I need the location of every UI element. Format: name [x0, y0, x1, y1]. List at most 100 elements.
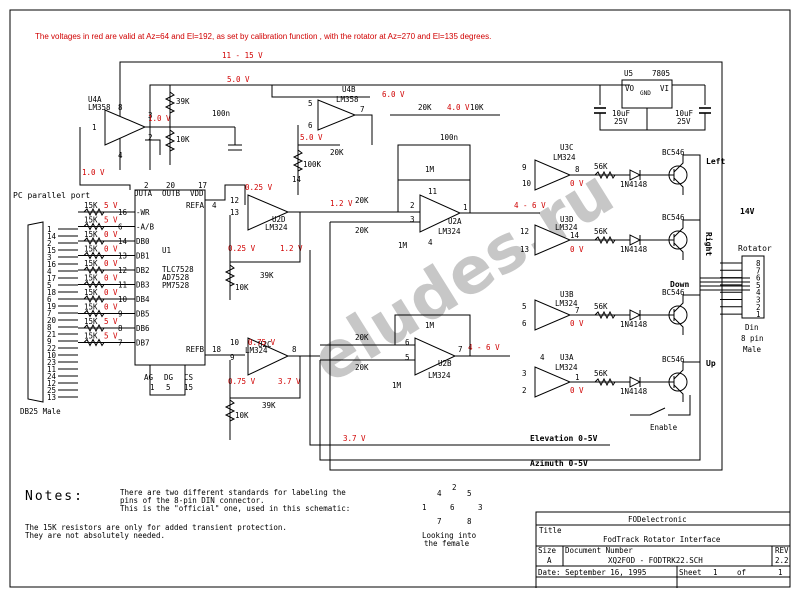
watermark: eludes.ru	[299, 155, 626, 398]
dac-pin-20: 20	[166, 181, 176, 190]
notes-line-2: pins of the 8-pin DIN connector.	[120, 496, 265, 505]
rotator-title: Rotator	[738, 244, 772, 253]
u3d-v: 0 V	[570, 245, 584, 254]
tb-size: A	[547, 556, 552, 565]
u3c-v: 0 V	[570, 179, 584, 188]
u2b-ref: U2B	[438, 359, 452, 368]
dac-res-label-0: 15K	[84, 201, 98, 210]
u4a-part: LM358	[88, 103, 111, 112]
rotator-pin-1: 1	[756, 310, 761, 319]
dac-input-1: -A/B	[136, 223, 155, 232]
u5-c1: 10uF	[612, 109, 631, 118]
r1m-u2b-fb: 1M	[425, 321, 435, 330]
r20k-u2a-2: 20K	[355, 226, 369, 235]
comparator-u3d: U3D LM324 12 13 14 0 V	[520, 215, 584, 256]
resistor-15k	[83, 251, 105, 260]
title-block: FODelectronic Title FodTrack Rotator Int…	[535, 511, 790, 588]
u4a-pin1: 1	[92, 123, 97, 132]
db25-pin-16: 16	[47, 260, 57, 269]
rotator-din-pins: 8 pin	[741, 334, 764, 343]
supply-rails: 11 - 15 V 5.0 V 6.0 V 14V 3.7 V Elevatio…	[119, 51, 755, 471]
driver-tr-1: BC546	[662, 213, 685, 222]
driver-r-3: 56K	[594, 369, 608, 378]
dac-pin-15: 15	[184, 383, 193, 392]
db25-label: DB25 Male	[20, 407, 61, 416]
dac-volt-1: 5 V	[104, 216, 118, 225]
dac-cs: CS	[184, 373, 194, 382]
resistor-56k	[594, 235, 616, 245]
dac-input-pin-0: 16	[118, 208, 128, 217]
u3d-pin12: 12	[520, 227, 529, 236]
dac-volt-6: 0 V	[104, 288, 118, 297]
transistor-collector	[673, 295, 684, 313]
u2a-pin4: 4	[428, 238, 433, 247]
driver-r-1: 56K	[594, 227, 608, 236]
op-amp-u2d: U2D LM324 12 13 14 0.25 V 1.2 V 0.25 V 1…	[224, 175, 353, 300]
rotator-pin-8: 8	[756, 259, 761, 268]
r1m-u2a-fb: 1M	[425, 165, 435, 174]
db25-pin-21: 21	[47, 330, 56, 339]
resistor-15k	[83, 338, 105, 347]
r20k-u4b: 20K	[330, 148, 344, 157]
r10k-top: 10K	[470, 103, 484, 112]
u3b-ref: U3B	[560, 290, 574, 299]
db25-pin-9: 9	[47, 337, 52, 346]
r20k-top: 20K	[418, 103, 432, 112]
u3b-pin6: 6	[522, 319, 527, 328]
driver-label-down: Down	[670, 280, 689, 289]
db25-pin-2: 2	[47, 239, 52, 248]
resistor-15k	[83, 280, 105, 289]
dac-input-7: DB5	[136, 310, 150, 319]
dac-part-3: PM7528	[162, 281, 190, 290]
u2d-vneg: 0.25 V	[228, 244, 256, 253]
u3d-part: LM324	[555, 223, 578, 232]
transistor-emitter	[673, 242, 684, 260]
diode-icon	[629, 234, 642, 246]
u5-vo: VO	[625, 84, 635, 93]
dac-ref: U1	[162, 246, 171, 255]
r100k-label: 100K	[303, 160, 322, 169]
diode-icon	[629, 309, 642, 321]
db25-pin-7: 7	[47, 309, 52, 318]
resistor-15k	[83, 222, 105, 231]
resistor-15k	[83, 323, 105, 333]
rotator-pin-7: 7	[756, 266, 761, 275]
u2b-pin5: 5	[405, 353, 410, 362]
db25-pin-8: 8	[47, 323, 52, 332]
u2d-pin12: 12	[230, 196, 239, 205]
op-amp-u4b: U4B LM358 5 6 7 5.0 V 100K 20K 20K 4.0 V…	[292, 85, 500, 195]
u4a-pin4: 4	[118, 151, 123, 160]
sheet-border	[9, 9, 791, 588]
u2a-pin11: 11	[428, 187, 437, 196]
dac-refa: REFA	[186, 201, 205, 210]
dac-dg: DG	[164, 373, 174, 382]
notes-looking-2: the female	[424, 539, 470, 548]
din-pin-1: 1	[422, 503, 427, 512]
dac-input-2: DB0	[136, 237, 150, 246]
u2a-pin3: 3	[410, 215, 415, 224]
dac-ag: AG	[144, 373, 154, 382]
dac-pin-1: 1	[150, 383, 155, 392]
u2d-pin13: 13	[230, 208, 239, 217]
din-pin-4: 4	[437, 489, 442, 498]
u4b-ref: U4B	[342, 85, 356, 94]
u4a-pin8: 8	[118, 103, 123, 112]
dac-input-0: -WR	[136, 208, 150, 217]
resistor-56k	[594, 377, 616, 387]
din-pin-6: 6	[450, 503, 455, 512]
dac-input-pin-8: 8	[118, 324, 123, 333]
u2b-pin6: 6	[405, 338, 410, 347]
u4a-vout: 1.0 V	[82, 168, 105, 177]
dac-input-6: DB4	[136, 295, 150, 304]
rotator-pin-5: 5	[756, 281, 761, 290]
dac-input-pin-7: 9	[118, 310, 123, 319]
u4b-pin7: 7	[360, 105, 365, 114]
u2a-pin2: 2	[410, 201, 415, 210]
db25-pin-17: 17	[47, 274, 56, 283]
divider-39k-10k: 39K 10K 100n	[164, 85, 242, 165]
resistor-15k	[83, 207, 105, 217]
u4a-pin3: 3	[148, 111, 153, 120]
driver-to-rotator	[683, 219, 750, 287]
r10k-u2c: 10K	[235, 411, 249, 420]
